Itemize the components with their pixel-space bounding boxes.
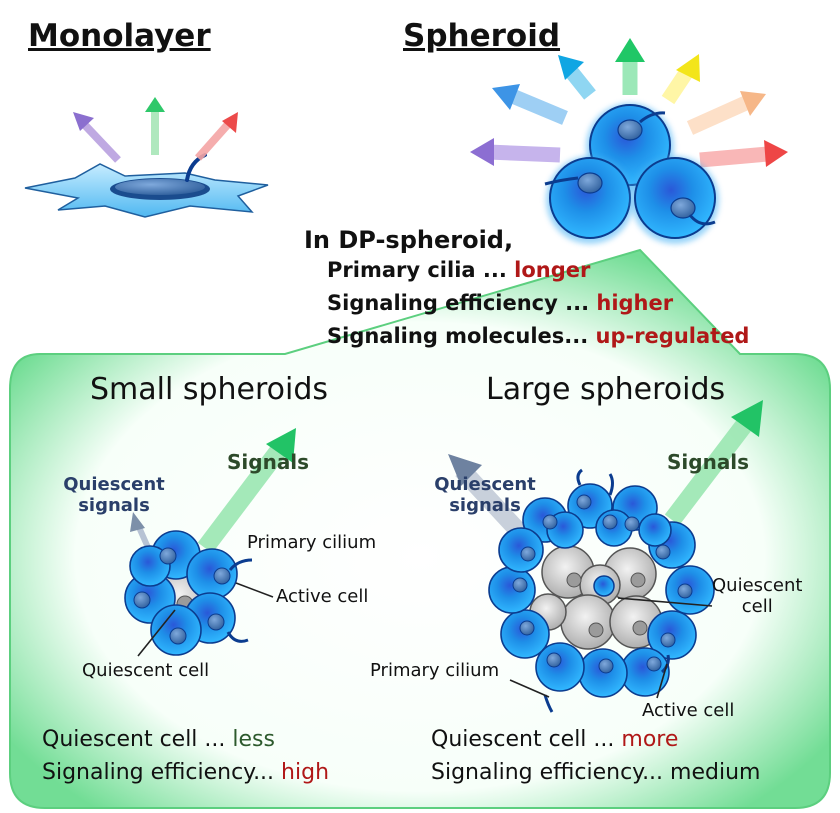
summary-value: up-regulated	[595, 324, 750, 348]
large-spheroids-title: Large spheroids	[486, 372, 726, 407]
summary-label: Signaling efficiency ...	[327, 291, 597, 315]
large-arrows	[448, 400, 763, 542]
qs-line-2: signals	[78, 495, 150, 516]
summary-value: higher	[596, 291, 674, 315]
summary-value: longer	[514, 258, 591, 282]
spheroid-cells	[544, 103, 719, 244]
spheroid-title: Spheroid	[403, 18, 561, 54]
footer-label: Signaling efficiency...	[431, 760, 671, 785]
qs-line-1: Quiescent	[434, 474, 536, 495]
large-spheroid	[488, 468, 715, 713]
spheroid-arrows	[470, 38, 788, 168]
qs-line-2: signals	[449, 495, 521, 516]
summary-line-efficiency: Signaling efficiency ... higher	[327, 291, 673, 315]
monolayer-title: Monolayer	[28, 18, 211, 54]
summary-line-molecules: Signaling molecules... up-regulated	[327, 324, 749, 348]
small-quiescent-cell-label: Quiescent cell	[82, 660, 210, 681]
footer-value: less	[232, 727, 275, 752]
summary-line-cilia: Primary cilia ... longer	[327, 258, 590, 282]
summary-label: Signaling molecules...	[327, 324, 596, 348]
small-spheroids-title: Small spheroids	[90, 372, 329, 407]
large-primary-cilium-label: Primary cilium	[370, 660, 500, 681]
small-leaders	[137, 582, 274, 657]
large-leaders	[509, 597, 713, 699]
large-footer-quiescent: Quiescent cell ... more	[431, 727, 678, 752]
footer-label: Quiescent cell ...	[431, 727, 622, 752]
large-quiescent-signals-label: Quiescent signals	[434, 474, 536, 516]
small-primary-cilium-label: Primary cilium	[247, 532, 377, 553]
summary-heading: In DP-spheroid,	[304, 226, 514, 254]
footer-value: more	[621, 727, 679, 752]
large-quiescent-cell-label: Quiescent cell	[712, 575, 802, 617]
monolayer-arrows	[73, 97, 238, 163]
footer-label: Signaling efficiency...	[42, 760, 282, 785]
footer-value: high	[281, 760, 330, 785]
footer-value: medium	[670, 760, 761, 785]
small-spheroid	[124, 530, 253, 656]
large-active-cell-label: Active cell	[642, 700, 735, 721]
small-active-cell-label: Active cell	[276, 586, 369, 607]
small-footer-efficiency: Signaling efficiency... high	[42, 760, 329, 785]
qc-line-2: cell	[741, 596, 773, 617]
footer-label: Quiescent cell ...	[42, 727, 233, 752]
small-signals-label: Signals	[227, 450, 310, 474]
monolayer-cell	[24, 153, 269, 218]
small-footer-quiescent: Quiescent cell ... less	[42, 727, 275, 752]
large-footer-efficiency: Signaling efficiency... medium	[431, 760, 760, 785]
summary-label: Primary cilia ...	[327, 258, 515, 282]
small-quiescent-signals-label: Quiescent signals	[63, 474, 165, 516]
qs-line-1: Quiescent	[63, 474, 165, 495]
qc-line-1: Quiescent	[712, 575, 803, 596]
large-signals-label: Signals	[667, 450, 750, 474]
